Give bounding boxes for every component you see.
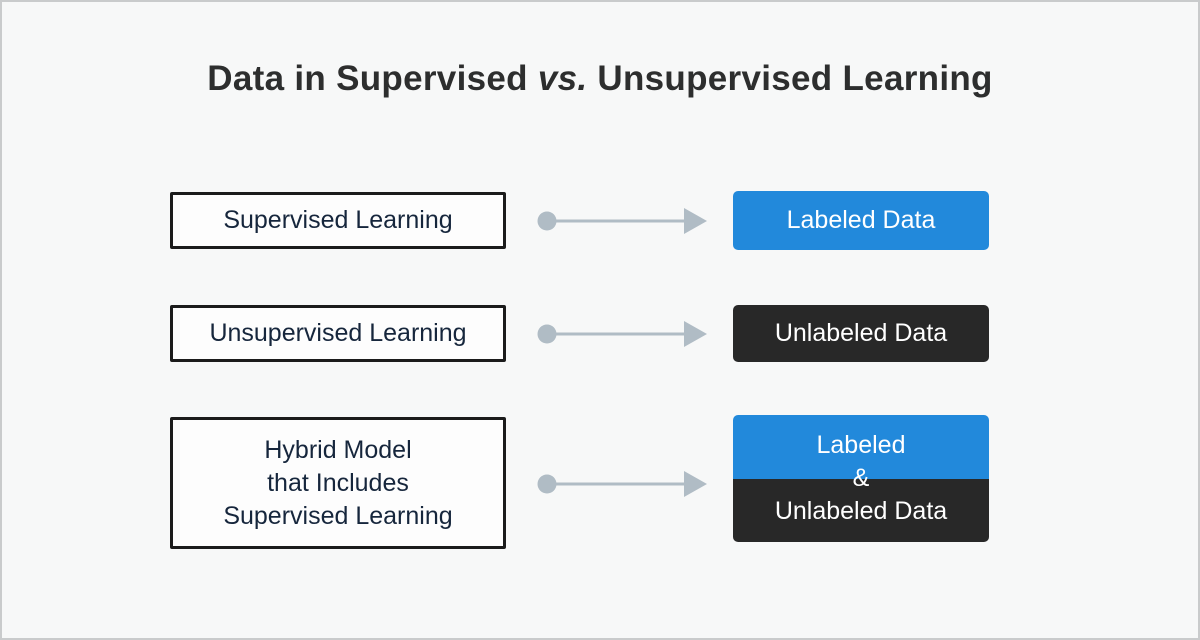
target-box-label: Unlabeled Data — [774, 319, 948, 347]
source-box-unsupervised-learning: Unsupervised Learning — [170, 305, 506, 362]
target-box-label-group: Labeled & Unlabeled Data — [733, 415, 989, 542]
target-box-label-line: Unlabeled Data — [774, 497, 948, 525]
title-text-leading: Data in Supervised — [207, 59, 538, 98]
labeled-segment-blue — [733, 415, 989, 479]
target-box-label-line: Labeled — [816, 431, 906, 459]
arrow-right-icon — [537, 321, 707, 347]
source-box-label-line: Supervised Learning — [223, 501, 453, 530]
source-box-label: Supervised Learning — [223, 206, 453, 234]
arrow-right-icon — [537, 471, 707, 497]
source-box-label-line: that Includes — [267, 468, 409, 497]
title-vs-italic: vs. — [537, 59, 588, 98]
target-box-labeled-and-unlabeled-data: Labeled & Unlabeled Data — [733, 415, 989, 542]
source-box-label-line: Hybrid Model — [264, 435, 412, 464]
title-text-trailing: Unsupervised Learning — [587, 59, 993, 98]
arrow-right-icon — [537, 208, 707, 234]
diagram-title: Data in Supervised vs. Unsupervised Lear… — [2, 59, 1198, 99]
target-box-label: Labeled Data — [786, 206, 936, 234]
target-box-label-line: & — [852, 464, 870, 492]
source-box-label: Unsupervised Learning — [209, 319, 467, 347]
unlabeled-segment-dark — [733, 479, 989, 542]
source-box-hybrid-model: Hybrid Model that Includes Supervised Le… — [170, 417, 506, 549]
target-box-labeled-data: Labeled Data — [733, 191, 989, 250]
source-box-supervised-learning: Supervised Learning — [170, 192, 506, 249]
target-box-unlabeled-data: Unlabeled Data — [733, 305, 989, 362]
